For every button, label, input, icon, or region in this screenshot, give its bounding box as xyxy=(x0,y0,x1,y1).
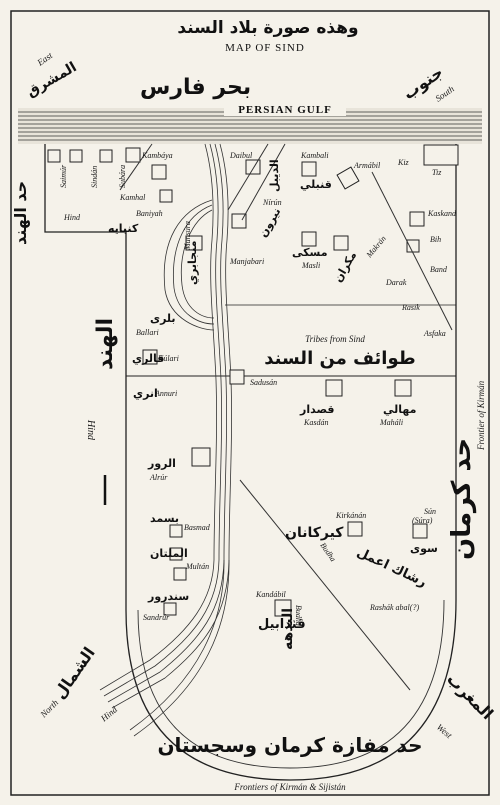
hind-bottom-label: Hind xyxy=(98,704,119,724)
kirman-arabic: حد كرمان xyxy=(447,438,477,560)
label-alrur: Alrúr xyxy=(149,473,168,482)
label-sindan: Sindán xyxy=(90,166,99,188)
label-kasdan: Kasdán xyxy=(303,418,328,427)
label-baniyah: Baniyah xyxy=(136,209,163,218)
persian-gulf-label: PERSIAN GULF xyxy=(238,104,332,116)
label-ballari: Ballari xyxy=(136,328,159,337)
frontiers-bottom-arabic: حد مفازة كرمان وسجستان xyxy=(157,733,422,757)
label-nirun: Nírún xyxy=(262,198,282,207)
hind-left-label: Hind xyxy=(85,419,96,441)
hind-arabic-top: حد الهند xyxy=(11,181,30,245)
arabic-town-labels: كنبايه الديبل قنبلي نيرون منجابري مسكى م… xyxy=(108,159,438,632)
label-hind-small: Hind xyxy=(63,213,81,222)
north-arabic: الشمال xyxy=(50,644,99,703)
ar-alrur: الرور xyxy=(147,457,176,470)
town-markers xyxy=(47,144,459,617)
label-sun: Sún xyxy=(424,507,436,516)
label-bih: Bih xyxy=(430,235,441,244)
ar-annuri: انري xyxy=(133,387,158,400)
label-annuri: Annuri xyxy=(154,389,177,398)
ar-makran: مكران xyxy=(331,249,359,284)
label-multan: Multán xyxy=(185,562,209,571)
ar-kirkanan: كيركانان xyxy=(285,525,344,541)
label-sandrur: Sandrúr xyxy=(143,613,170,622)
label-sura: (Súra) xyxy=(412,516,433,525)
label-kaskand: Kaskand xyxy=(427,209,457,218)
label-darak: Darak xyxy=(385,278,407,287)
routes xyxy=(119,143,453,691)
map-frame xyxy=(10,10,490,796)
ar-kamhal: كنبايه xyxy=(108,222,139,235)
label-kirkanan: Kirkánán xyxy=(335,511,366,520)
persian-gulf: PERSIAN GULF xyxy=(18,102,482,144)
compass-west: West xyxy=(435,722,455,741)
indus-river xyxy=(99,143,232,737)
label-saimur: Saimúr xyxy=(59,164,68,188)
fars-arabic: بحر فارس xyxy=(140,75,251,100)
town-labels: Saimúr Sindán Subára Kambáya Kamhal Bani… xyxy=(59,151,457,622)
ar-multan: الملتان xyxy=(150,547,188,560)
label-kamhal: Kamhal xyxy=(119,193,146,202)
label-rashak: Rashák abal(?) xyxy=(369,603,419,612)
ar-sandrur: سندرور xyxy=(147,590,189,603)
label-band: Band xyxy=(430,265,448,274)
frontier-kirman-label: Frontier of Kirmán xyxy=(476,380,486,451)
tribes-arabic: طوائف من السند xyxy=(264,348,415,369)
label-armabil: Armábil xyxy=(353,161,381,170)
ar-sun: سوى xyxy=(410,542,438,555)
label-makran: Makrán xyxy=(364,234,388,260)
label-rasik: Rasik xyxy=(401,303,420,312)
label-manjabari: Manjabari xyxy=(229,257,264,266)
ar-masli: مسكى xyxy=(292,246,328,259)
ar-nirun: نيرون xyxy=(256,206,283,240)
ar-mahali: مهالي xyxy=(383,403,416,416)
label-kiz: Kiz xyxy=(397,158,410,167)
sind-outline xyxy=(44,144,457,781)
compass-north: North xyxy=(38,697,61,720)
title-arabic: وهذه صورة بلاد السند xyxy=(177,18,358,38)
label-masli: Masli xyxy=(301,261,320,270)
ar-daibul: الديبل xyxy=(268,159,281,192)
label-subara: Subára xyxy=(118,165,127,188)
budha-label-2: Budha xyxy=(294,605,303,626)
label-daibul: Daibul xyxy=(229,151,253,160)
label-kandabil: Kandábil xyxy=(255,590,287,599)
frontiers-bottom-label: Frontiers of Kirmán & Sijistán xyxy=(233,782,346,792)
label-sadusan: Sadusán xyxy=(250,378,277,387)
sind-inner-outline xyxy=(137,599,445,769)
ar-kambali: قنبلي xyxy=(300,178,332,191)
label-basmad: Basmad xyxy=(184,523,211,532)
ar-kasdan: قصدار xyxy=(299,403,335,416)
tribes-label: Tribes from Sind xyxy=(305,334,365,344)
ar-ballari: بلرى xyxy=(150,312,176,325)
east-arabic: المشرق xyxy=(24,59,80,100)
ar-kandabil: قندابيل xyxy=(258,617,306,632)
label-kambali: Kambali xyxy=(300,151,329,160)
label-kambaya: Kambáya xyxy=(141,151,173,160)
label-kulari: Kúlari xyxy=(157,354,179,363)
ar-basmad: بسمد xyxy=(150,512,179,525)
compass-east: East xyxy=(35,50,55,68)
label-mahali: Maháli xyxy=(379,418,403,427)
compass-south: South xyxy=(433,83,456,103)
ar-kulari: قالري xyxy=(132,352,164,365)
label-asfaka: Asfaka xyxy=(423,329,446,338)
map-title: MAP OF SIND xyxy=(225,42,305,54)
hind-arabic-mid: الهند xyxy=(93,318,118,370)
budha-arabic: البدهه xyxy=(280,608,296,650)
budha-label-1: Budha xyxy=(318,541,337,563)
label-mansura: Mansúra xyxy=(183,221,192,251)
label-tiz: Tiz xyxy=(432,168,442,177)
ar-manjabari: منجابري xyxy=(186,241,199,285)
